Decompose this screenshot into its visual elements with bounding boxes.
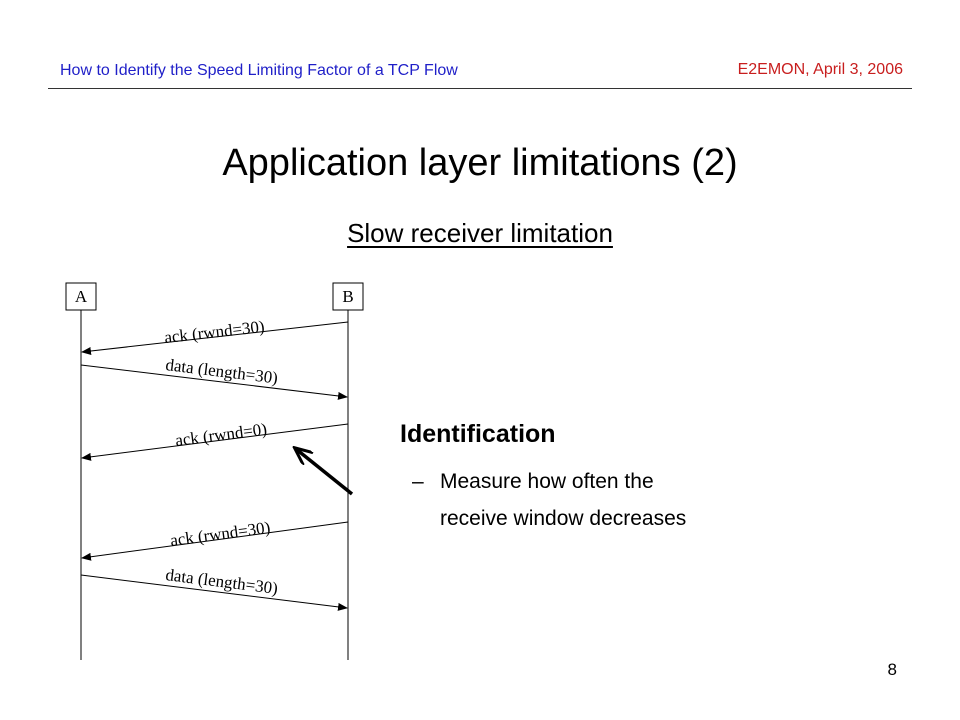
highlight-pointer-arrow <box>296 449 354 496</box>
slide-subtitle-text: Slow receiver limitation <box>347 218 613 248</box>
message-arrow-data-1 <box>80 364 348 400</box>
message-arrow-ack-3 <box>81 521 349 561</box>
identification-bullet: –Measure how often the receive window de… <box>412 463 686 537</box>
identification-heading: Identification <box>400 420 556 448</box>
page-number: 8 <box>887 660 897 679</box>
message-arrow-data-2 <box>80 574 348 611</box>
bullet-text-line1: Measure how often the <box>440 470 654 493</box>
message-label-data-2: data (length=30) <box>165 565 279 598</box>
message-arrow-ack-2 <box>81 423 349 461</box>
message-arrow-ack-1 <box>81 321 349 355</box>
presentation-title: How to Identify the Speed Limiting Facto… <box>60 62 458 79</box>
bullet-text-line2: receive window decreases <box>440 507 687 530</box>
node-b-label: B <box>342 287 353 306</box>
message-label-ack-2: ack (rwnd=0) <box>174 419 268 450</box>
message-label-ack-1: ack (rwnd=30) <box>163 317 265 347</box>
node-a-label: A <box>75 287 88 306</box>
header-divider <box>48 88 912 89</box>
bullet-dash: – <box>412 470 424 493</box>
slide-subtitle: Slow receiver limitation <box>0 218 960 249</box>
event-date: E2EMON, April 3, 2006 <box>737 61 903 78</box>
message-label-data-1: data (length=30) <box>165 355 279 387</box>
message-label-ack-3: ack (rwnd=30) <box>169 518 271 550</box>
slide-title: Application layer limitations (2) <box>222 142 738 184</box>
